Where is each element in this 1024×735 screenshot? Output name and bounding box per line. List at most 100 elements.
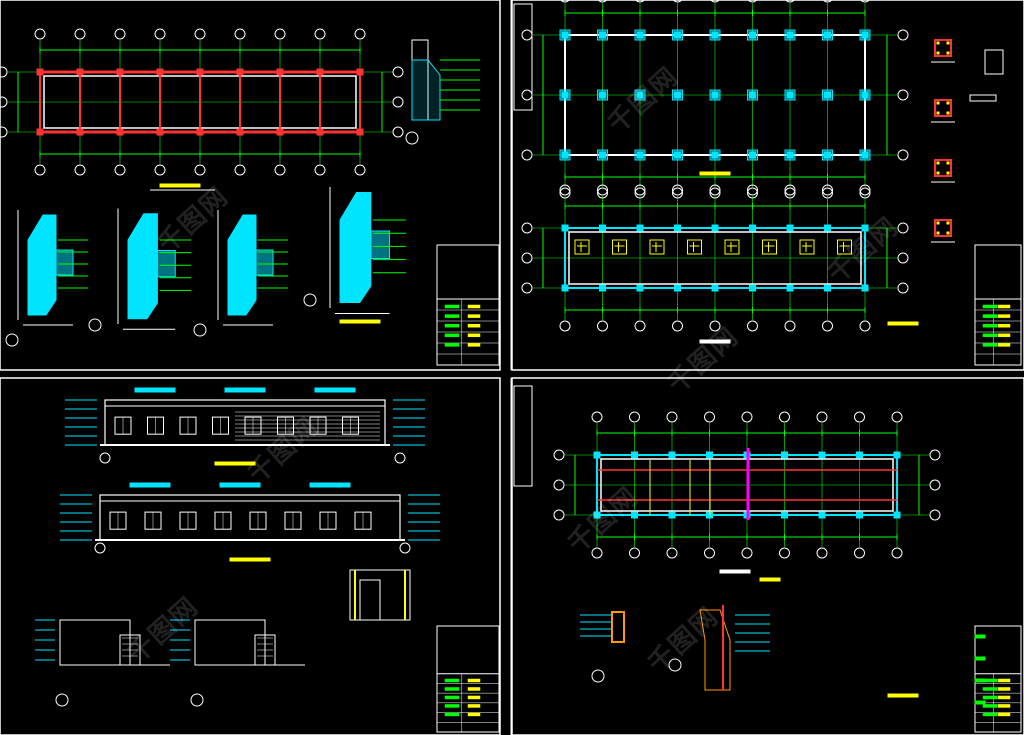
grid-bubble-left: [521, 222, 533, 234]
grid-bubble-left: [521, 149, 533, 161]
grid-bubble-top: [560, 0, 570, 3]
grid-bubble-bottom: [234, 164, 246, 176]
grid-bubble-left: [553, 479, 565, 491]
section-detail-2: [127, 213, 158, 320]
grid-bubble-top: [635, 0, 645, 3]
grid-bubble-top: [747, 184, 758, 196]
column: [674, 151, 681, 159]
title-block-text: [444, 678, 460, 683]
grid-bubble-top: [779, 411, 790, 423]
title-block-text: [982, 687, 998, 691]
column-footing: [822, 149, 833, 161]
column-footing: [822, 29, 833, 41]
column: [636, 284, 644, 292]
rebar-dot: [936, 231, 940, 235]
title-block-text: [467, 678, 481, 683]
column: [893, 451, 901, 459]
title-block-text: [982, 323, 998, 328]
grid-bubble-bottom: [859, 320, 871, 332]
rebar-note: [724, 239, 740, 255]
grid-bubble-left: [0, 126, 8, 138]
grid-bubble-bottom: [194, 164, 206, 176]
rebar-dot: [936, 111, 940, 115]
grid-bubble-right: [929, 449, 941, 461]
column: [631, 511, 638, 519]
drawing-title-label: [699, 339, 731, 344]
column: [786, 151, 794, 159]
grid-bubble-bottom: [784, 320, 796, 332]
column: [636, 224, 644, 232]
detail-box: [984, 49, 1004, 75]
grid-bubble-right: [897, 89, 909, 101]
grid-bubble-top: [672, 184, 683, 196]
column: [561, 224, 569, 232]
column-footing: [709, 149, 721, 161]
roof-note: [309, 482, 351, 488]
column: [749, 224, 756, 232]
title-block-text: [982, 343, 998, 347]
column: [824, 151, 831, 159]
legend-note: [974, 678, 986, 683]
grid-bubble-bottom: [74, 164, 86, 176]
column-footing: [559, 149, 571, 161]
drawing-title-label: [159, 183, 201, 188]
gate-door: [359, 579, 381, 621]
grid-bubble-bottom: [591, 547, 603, 559]
grid-bubble-left: [553, 509, 565, 521]
grid-bubble-top: [666, 411, 678, 423]
sheet-frame-top-left: [0, 0, 501, 371]
grid-bubble-right: [929, 479, 941, 491]
column: [599, 284, 606, 292]
column-section: [934, 99, 952, 117]
column: [674, 31, 681, 39]
title-block-text: [982, 304, 998, 309]
grid-bubble-bottom: [672, 320, 683, 332]
column-footing: [784, 149, 796, 161]
title-block-top-left: [436, 244, 500, 366]
title-block-text: [444, 333, 460, 338]
grid-bubble-top: [194, 28, 206, 40]
column-footing: [672, 149, 683, 161]
grid-bubble-top: [891, 411, 903, 423]
title-block-text: [444, 343, 460, 347]
wall-footing: [411, 59, 441, 121]
title-block-text: [444, 712, 460, 717]
column: [824, 284, 831, 292]
grid-bubble-bottom: [634, 320, 646, 332]
grid-bubble-right: [392, 126, 404, 138]
column: [561, 31, 569, 39]
column: [824, 31, 831, 39]
detail-section-2: [699, 609, 731, 691]
column: [824, 224, 831, 232]
column-section: [934, 159, 952, 177]
grid-bubble-left: [521, 282, 533, 294]
grid-bubble-bottom: [354, 164, 366, 176]
column: [636, 31, 644, 39]
legend-note: [974, 656, 986, 661]
grid-bubble-bottom: [709, 320, 721, 332]
column: [749, 151, 756, 159]
sheet-frame-bottom-left: [0, 377, 501, 735]
grid-bubble: [394, 452, 406, 464]
grid-bubble-top: [34, 28, 46, 40]
title-block-text: [444, 304, 460, 309]
column: [706, 451, 713, 459]
grid-bubble-bottom: [704, 547, 715, 559]
rebar-dot: [946, 41, 950, 45]
grid-bubble-bottom: [854, 547, 865, 559]
column-footing: [784, 89, 796, 101]
drawing-title-label: [214, 461, 256, 466]
grid-bubble-bottom: [274, 164, 286, 176]
rebar-dot: [946, 221, 950, 225]
grid-bubble-top: [274, 28, 286, 40]
sheet-frame-bottom-right: [511, 377, 1024, 735]
grid-bubble-right: [897, 252, 909, 264]
grid-bubble-left: [0, 96, 8, 108]
grid-bubble-bottom: [816, 547, 828, 559]
column: [786, 284, 794, 292]
section-marker: [303, 293, 317, 307]
column-footing: [784, 29, 796, 41]
title-block-text: [444, 695, 460, 700]
roof-note: [129, 482, 171, 488]
